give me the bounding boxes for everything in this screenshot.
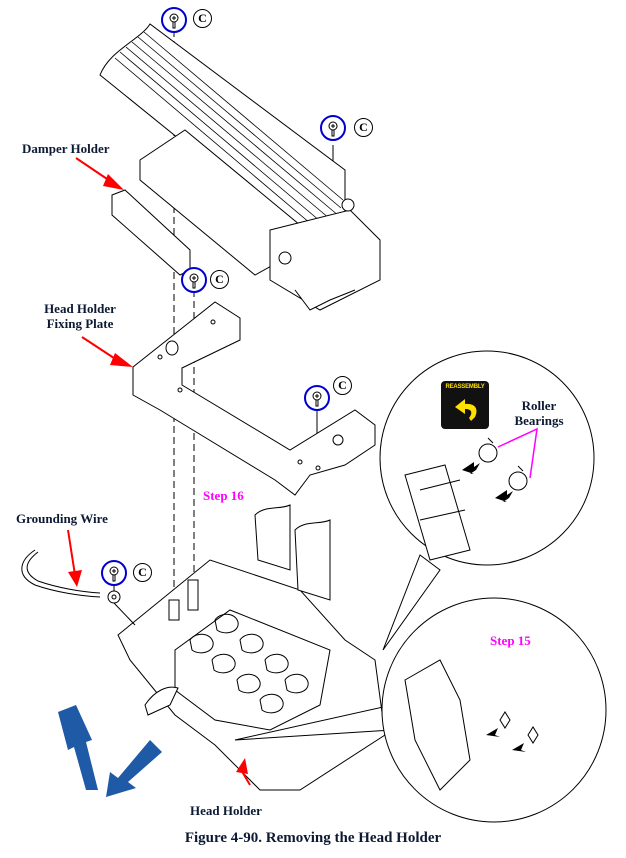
detail-callout-step15 xyxy=(234,597,607,823)
label-head-holder: Head Holder xyxy=(190,803,262,818)
label-head-holder-fixing-plate: Head Holder Fixing Plate xyxy=(40,301,120,331)
screw-plate-right xyxy=(304,385,330,411)
lift-arrow xyxy=(58,705,98,790)
label-grounding-wire: Grounding Wire xyxy=(16,511,108,526)
label-roller-line1: Roller xyxy=(521,398,557,413)
screw-marker-c-grounding: C xyxy=(133,563,152,582)
grounding-wire-drawing xyxy=(21,549,136,626)
screw-top xyxy=(161,7,187,33)
figure-caption: Figure 4-90. Removing the Head Holder xyxy=(184,830,442,846)
bearing-arrows xyxy=(462,462,513,502)
direction-arrows xyxy=(58,705,162,797)
label-damper-holder: Damper Holder xyxy=(22,141,110,156)
pull-out-arrow xyxy=(106,740,162,797)
screw-marker-c-right: C xyxy=(354,118,373,137)
label-roller-bearings: Roller Bearings xyxy=(512,398,566,428)
label-roller-line2: Bearings xyxy=(514,413,564,428)
undo-arrow-icon xyxy=(455,399,477,421)
screw-plate-left xyxy=(181,267,207,293)
label-fixing-plate-line1: Head Holder xyxy=(44,301,116,316)
label-fixing-plate-line2: Fixing Plate xyxy=(46,316,114,331)
screw-marker-c-top: C xyxy=(193,9,212,28)
step-15-label: Step 15 xyxy=(490,633,531,648)
reassembly-badge: REASSEMBLY xyxy=(441,381,489,429)
screw-marker-c-plate-right: C xyxy=(333,376,352,395)
step15-arrows xyxy=(486,728,526,752)
roller-bearings-leaders xyxy=(497,427,538,479)
damper-holder-drawing xyxy=(99,23,381,311)
fixing-plate-drawing xyxy=(132,301,376,496)
screw-right xyxy=(320,115,346,141)
screw-marker-c-plate-left: C xyxy=(210,270,229,289)
screw-grounding xyxy=(101,560,127,586)
red-callout-arrows xyxy=(67,157,251,786)
screws xyxy=(101,7,346,586)
detail-callout-roller xyxy=(379,350,595,651)
head-holder-drawing xyxy=(117,504,386,791)
reassembly-badge-text: REASSEMBLY xyxy=(445,384,485,390)
step-16-label: Step 16 xyxy=(203,488,244,503)
